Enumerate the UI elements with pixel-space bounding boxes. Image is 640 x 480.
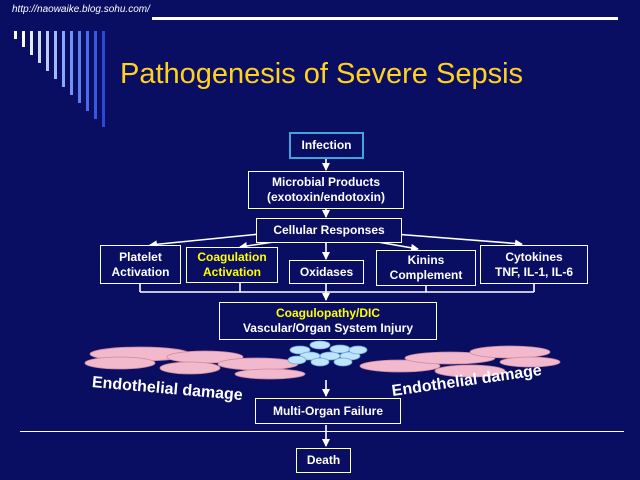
stripe (38, 31, 41, 63)
microbial-label-line2: (exotoxin/endotoxin) (267, 190, 385, 204)
stripe (22, 31, 25, 47)
death-label: Death (306, 453, 341, 467)
stripe (54, 31, 57, 79)
platelet-label-line1: Platelet (119, 249, 162, 264)
footer-rule (20, 431, 624, 432)
microbial-label-line1: Microbial Products (271, 175, 381, 189)
kinins-label-line2: Complement (389, 268, 463, 282)
death-node: Death (296, 448, 351, 473)
stripe (102, 31, 105, 127)
stripe (14, 31, 17, 39)
microbial-products-node: Microbial Products (exotoxin/endotoxin) (248, 171, 404, 209)
cytokines-label-line1: Cytokines (505, 249, 563, 264)
coagulopathy-label-line2: Vascular/Organ System Injury (242, 321, 414, 335)
infection-node: Infection (289, 132, 364, 159)
stripe (30, 31, 33, 55)
coagulation-label-line2: Activation (202, 265, 261, 279)
stripe (70, 31, 73, 95)
multi-organ-failure-node: Multi-Organ Failure (255, 398, 401, 424)
cellular-label: Cellular Responses (273, 223, 385, 237)
coagulation-label-line1: Coagulation (197, 250, 267, 264)
infection-label: Infection (301, 138, 352, 152)
oxidases-label: Oxidases (299, 264, 354, 279)
stripe (46, 31, 49, 71)
coagulopathy-label-line1: Coagulopathy/DIC (276, 306, 380, 320)
stripe (78, 31, 81, 103)
oxidases-node: Oxidases (289, 260, 364, 284)
slide-title: Pathogenesis of Severe Sepsis (120, 58, 524, 90)
multi-organ-failure-label: Multi-Organ Failure (272, 403, 383, 418)
source-url: http://naowaike.blog.sohu.com/ (12, 4, 150, 15)
stripe (86, 31, 89, 111)
coagulopathy-node: Coagulopathy/DIC Vascular/Organ System I… (219, 302, 437, 340)
cytokines-node: Cytokines TNF, IL-1, IL-6 (480, 245, 588, 284)
cytokines-label-line2: TNF, IL-1, IL-6 (495, 264, 573, 279)
stripe (94, 31, 97, 119)
platelet-label-line2: Activation (111, 264, 170, 279)
cellular-responses-node: Cellular Responses (256, 218, 402, 243)
platelet-activation-node: Platelet Activation (100, 245, 181, 284)
header-rule (152, 17, 618, 20)
kinins-label-line1: Kinins (407, 253, 445, 267)
coagulation-activation-node: Coagulation Activation (186, 247, 278, 283)
kinins-complement-node: Kinins Complement (376, 250, 476, 286)
stripe (62, 31, 65, 87)
